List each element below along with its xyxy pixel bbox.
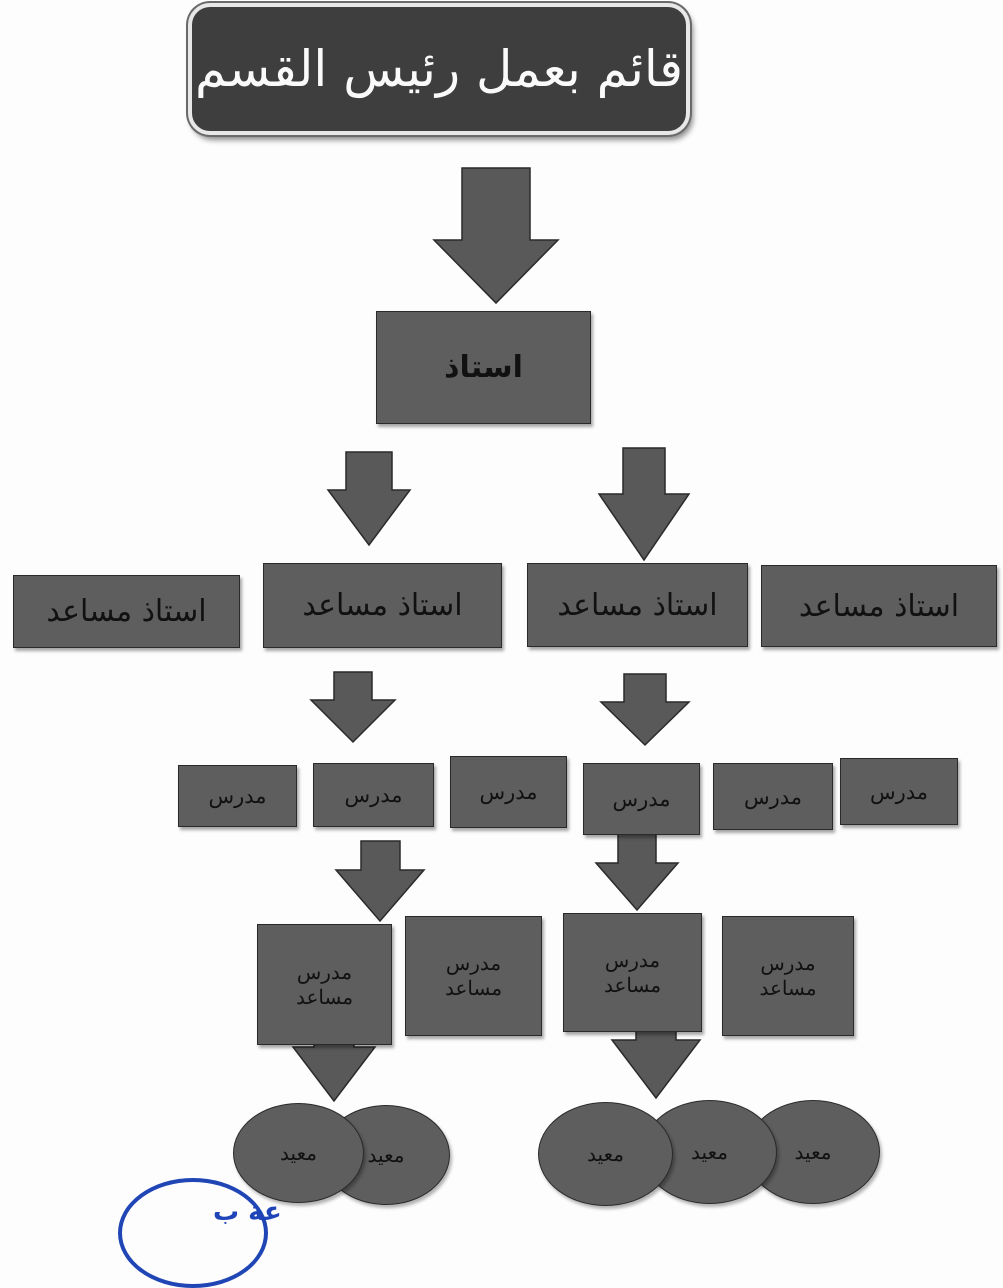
- associate-professor-label: استاذ مساعد: [557, 587, 718, 623]
- assistant-lecturer-box-4: مدرس مساعد: [722, 916, 854, 1036]
- associate-professor-box-1: استاذ مساعد: [13, 575, 240, 648]
- lecturer-label: مدرس: [612, 787, 671, 811]
- assistant-lecturer-line2: مساعد: [603, 972, 662, 997]
- teaching-assistant-label: معيد: [280, 1141, 317, 1165]
- teaching-assistant-label: معيد: [691, 1140, 728, 1164]
- assistant-lecturer-line2: مساعد: [759, 976, 817, 1000]
- associate-professor-box-3: استاذ مساعد: [527, 563, 748, 647]
- assistant-lecturer-line2: مساعد: [444, 976, 503, 1000]
- arrow-connectors: [291, 167, 702, 1103]
- teaching-assistant-ellipse-2: معيد: [233, 1103, 364, 1203]
- stamp-text: عة ب: [213, 1197, 282, 1227]
- root-label: قائم بعمل رئيس القسم: [195, 40, 684, 98]
- associate-professor-box-2: استاذ مساعد: [263, 563, 502, 648]
- assistant-lecturer-line1: مدرس: [296, 959, 353, 984]
- arrow-professor-left: [326, 451, 412, 547]
- associate-professor-label: استاذ مساعد: [46, 594, 207, 629]
- lecturer-box-5: مدرس: [713, 763, 833, 830]
- teaching-assistant-label: معيد: [587, 1142, 624, 1166]
- lecturer-box-4: مدرس: [583, 763, 700, 835]
- assistant-lecturer-box-1: مدرس مساعد: [257, 924, 392, 1045]
- lecturer-label: مدرس: [869, 779, 929, 804]
- assistant-lecturer-line1: مدرس: [445, 951, 502, 975]
- lecturer-box-6: مدرس: [840, 758, 958, 825]
- arrow-root-to-professor: [432, 167, 560, 305]
- lecturer-box-1: مدرس: [178, 765, 297, 827]
- arrow-lecturer-right: [594, 833, 680, 912]
- lecturer-label: مدرس: [344, 783, 403, 807]
- professor-label: استاذ: [444, 350, 523, 385]
- arrow-assoc-left: [309, 671, 397, 744]
- professor-box: استاذ: [376, 311, 591, 424]
- official-stamp: [118, 1178, 268, 1288]
- lecturer-label: مدرس: [208, 784, 267, 808]
- lecturer-label: مدرس: [479, 780, 538, 804]
- lecturer-box-2: مدرس: [313, 763, 434, 827]
- associate-professor-box-4: استاذ مساعد: [761, 565, 997, 647]
- teaching-assistant-label: معيد: [367, 1143, 405, 1167]
- assistant-lecturer-box-3: مدرس مساعد: [563, 913, 702, 1032]
- lecturer-box-3: مدرس: [450, 756, 567, 828]
- associate-professor-label: استاذ مساعد: [798, 588, 960, 624]
- assistant-lecturer-line2: مساعد: [295, 984, 354, 1009]
- arrow-lecturer-left: [334, 840, 426, 923]
- arrow-assoc-right: [599, 673, 691, 747]
- root-box-acting-head: قائم بعمل رئيس القسم: [188, 3, 690, 135]
- teaching-assistant-label: معيد: [794, 1140, 832, 1164]
- assistant-lecturer-box-2: مدرس مساعد: [405, 916, 542, 1036]
- associate-professor-label: استاذ مساعد: [302, 588, 463, 623]
- arrow-professor-right: [597, 447, 691, 562]
- assistant-lecturer-line1: مدرس: [604, 947, 661, 972]
- lecturer-label: مدرس: [743, 784, 803, 809]
- assistant-lecturer-line1: مدرس: [760, 951, 816, 975]
- teaching-assistant-ellipse-5: معيد: [538, 1102, 673, 1206]
